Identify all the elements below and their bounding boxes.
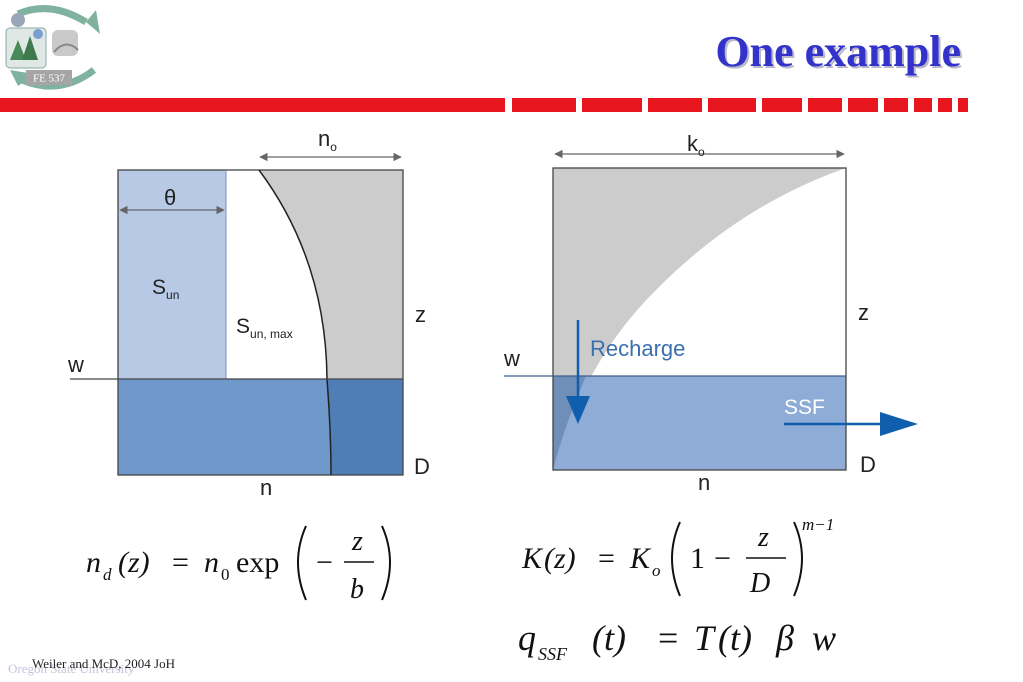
right-z-label: z	[858, 300, 869, 325]
eq3-w: w	[812, 618, 836, 658]
eq1-left-paren	[297, 525, 307, 601]
course-logo: FE 537	[5, 5, 100, 90]
recharge-arrow-head	[566, 396, 590, 424]
recharge-label: Recharge	[590, 336, 685, 361]
left-d-label: D	[414, 454, 430, 479]
saturated-porosity-area	[327, 379, 403, 475]
eq2-sub-o: o	[652, 561, 661, 580]
eq2-exponent: m−1	[802, 515, 834, 534]
right-panel: ko z w Recharge SSF D n	[503, 131, 918, 495]
porosity-curve	[258, 169, 332, 476]
eq2-ko: K	[629, 542, 652, 575]
eq1-minus: −	[316, 546, 333, 579]
footer-citation: Weiler and McD, 2004 JoH	[32, 656, 176, 671]
eq2-equals: =	[598, 542, 615, 575]
conductivity-and-flow-equations: K (z) = K o 1 − z D m−1 q SSF (t) = T (t…	[518, 515, 836, 664]
slide-title: One example	[715, 27, 961, 76]
right-soil-column	[552, 167, 847, 471]
conductivity-equation: K (z) = K o 1 − z D m−1	[521, 515, 834, 599]
eq1-exp: exp	[236, 546, 279, 579]
s-un-max-label: Sun, max	[236, 315, 293, 341]
right-bottom-label: n	[698, 470, 710, 495]
conductivity-profile-area	[553, 168, 846, 470]
eq3-sub-ssf: SSF	[538, 644, 568, 664]
left-w-label: w	[67, 352, 84, 377]
eq3-beta: β	[775, 618, 794, 658]
eq1-sub-d: d	[103, 565, 112, 584]
ssf-arrow-head	[880, 412, 918, 436]
unsaturated-storage-area	[118, 170, 226, 379]
right-d-label: D	[860, 452, 876, 477]
left-z-label: z	[415, 302, 426, 327]
eq3-q: q	[518, 618, 536, 658]
eq1-sub-0: 0	[221, 565, 230, 584]
eq2-minus: −	[714, 542, 731, 575]
eq3-arg2: (t)	[718, 618, 752, 658]
footer-institution: Oregon State University	[8, 661, 135, 676]
saturated-conductivity-area	[553, 376, 586, 470]
eq3-arg: (t)	[592, 618, 626, 658]
eq1-n: n	[86, 546, 101, 579]
theta-label: θ	[164, 185, 176, 210]
subsurface-flow-equation: q SSF (t) = T (t) β w	[518, 618, 836, 664]
eq3-t: T	[694, 618, 717, 658]
eq1-equals: =	[172, 546, 189, 579]
eq2-right-paren	[793, 521, 803, 597]
s-un-label: Sun	[152, 276, 179, 302]
ssf-label: SSF	[784, 396, 825, 419]
left-top-label: no	[318, 126, 337, 154]
eq2-k: K	[521, 542, 544, 575]
eq2-arg: (z)	[544, 542, 576, 575]
left-bottom-label: n	[260, 475, 272, 500]
logo-badge-text: FE 537	[33, 73, 66, 85]
eq2-left-paren	[671, 521, 681, 597]
soil-profile-diagram: no θ Sun Sun, max z w D n ko z w Recharg…	[67, 126, 918, 500]
eq2-numerator: z	[757, 522, 769, 553]
eq1-arg: (z)	[118, 546, 150, 579]
right-top-label: ko	[687, 131, 705, 159]
title-divider	[0, 98, 968, 112]
eq1-denominator: b	[350, 574, 364, 605]
logo-emblem	[5, 5, 100, 90]
porosity-profile-area	[259, 170, 403, 379]
eq1-right-paren	[381, 525, 391, 601]
eq3-equals: =	[658, 618, 678, 658]
left-panel: no θ Sun Sun, max z w D n	[67, 126, 430, 500]
eq1-numerator: z	[351, 526, 363, 557]
right-w-label: w	[503, 346, 520, 371]
eq2-one: 1	[690, 542, 705, 575]
porosity-equation: n d (z) = n 0 exp − z b	[86, 525, 391, 605]
eq1-n0: n	[204, 546, 219, 579]
eq2-denominator: D	[749, 568, 770, 599]
logo-badge	[26, 70, 72, 85]
left-soil-column	[117, 169, 404, 476]
